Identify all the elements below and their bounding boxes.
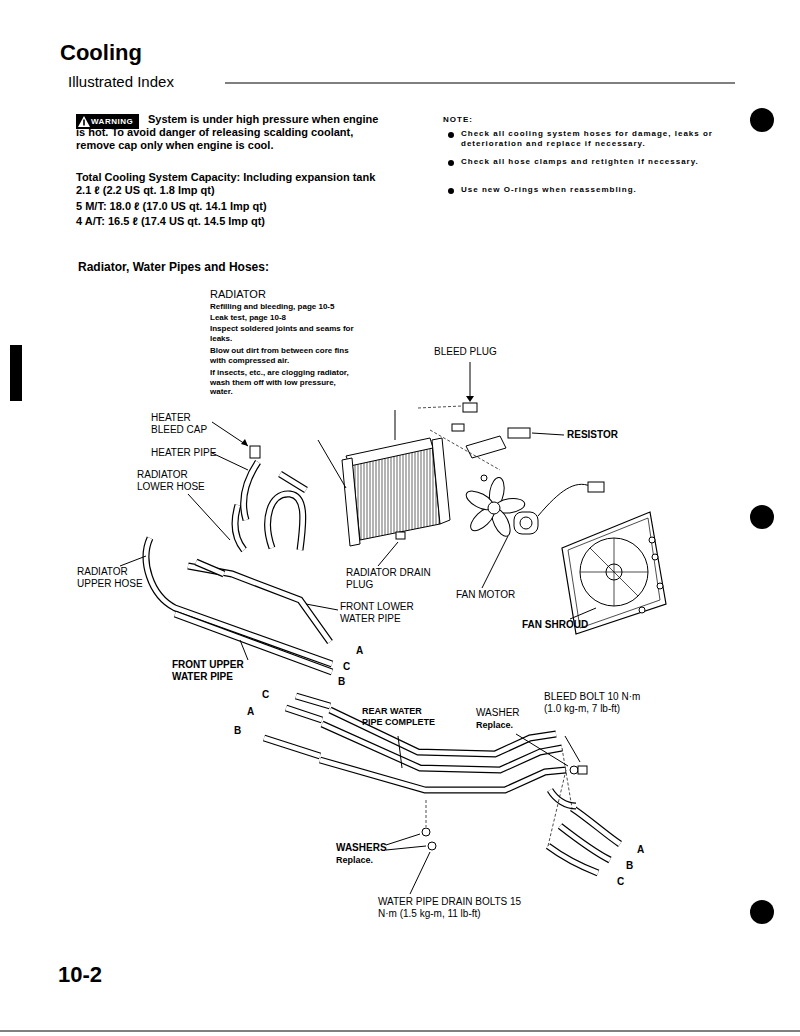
note-heading: NOTE: [443,115,473,125]
part-name: FRONT UPPER WATER PIPE [172,659,254,683]
part-note: Leak test, page 10-8 [210,313,286,323]
pipe-end-letter: A [356,645,363,657]
part-name: FAN MOTOR [456,589,515,601]
part-name: RESISTOR [567,429,618,441]
pipe-end-letter: A [637,844,644,856]
warning-text: System is under high pressure when engin… [76,113,381,153]
part-note: Inspect soldered joints and seams for le… [210,324,360,343]
part-note: Replace. [476,720,513,731]
part-name: HEATER BLEED CAP [151,412,213,436]
pipe-end-letter: C [262,689,269,701]
part-name: REAR WATER PIPE COMPLETE [362,706,442,728]
pipe-end-letter: C [343,661,350,673]
part-name: WASHER [476,707,520,719]
part-note: Blow out dirt from between core fins wit… [210,346,360,365]
part-note: Replace. [336,855,373,866]
part-name: BLEED PLUG [434,346,497,358]
warning-triangle [78,116,90,127]
subtitle: Illustrated Index [68,73,174,91]
part-note: Refilling and bleeding, page 10-5 [210,302,334,312]
part-name: RADIATOR UPPER HOSE [77,566,153,590]
page-title: Cooling [60,40,142,66]
note-item: Check all hose clamps and retighten if n… [461,157,736,167]
capacity-text: Total Cooling System Capacity: Including… [76,171,381,197]
torque-spec: BLEED BOLT 10 N·m (1.0 kg-m, 7 lb-ft) [544,691,648,715]
pipe-end-letter: B [234,725,241,737]
note-item: Use new O-rings when reassembling. [461,185,736,195]
part-name: RADIATOR LOWER HOSE [137,469,219,493]
page-number: 10-2 [58,962,102,988]
part-name: RADIATOR DRAIN PLUG [346,567,446,591]
capacity-mt: 5 M/T: 18.0 ℓ (17.0 US qt. 14.1 Imp qt) [76,200,267,213]
part-name: FRONT LOWER WATER PIPE [340,601,432,625]
part-note: If insects, etc., are clogging radiator,… [210,368,360,397]
pipe-end-letter: B [338,676,345,688]
part-name: FAN SHROUD [522,619,588,631]
warning-word: WARNING [91,117,135,126]
pipe-end-letter: C [617,876,624,888]
part-name: HEATER PIPE [151,447,216,459]
part-name: WASHERS [336,842,387,854]
part-name: RADIATOR [210,288,266,301]
pipe-end-letter: A [247,706,254,718]
torque-spec: WATER PIPE DRAIN BOLTS 15 N·m (1.5 kg-m,… [378,896,528,920]
pipe-end-letter: B [626,860,633,872]
section-heading: Radiator, Water Pipes and Hoses: [78,260,269,274]
capacity-at: 4 A/T: 16.5 ℓ (17.4 US qt. 14.5 Imp qt) [76,215,265,228]
note-item: Check all cooling system hoses for damag… [461,129,736,148]
